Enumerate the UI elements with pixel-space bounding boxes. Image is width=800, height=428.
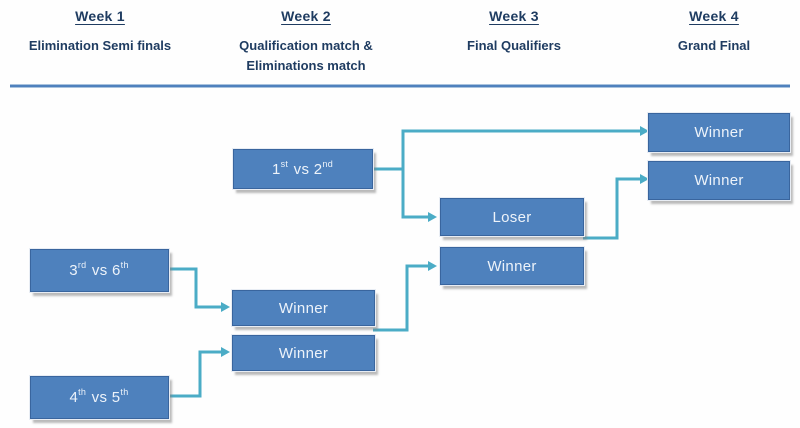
week4-column: Week 4 Grand Final: [618, 8, 800, 56]
result-box-week2-winner-bottom: Winner: [232, 335, 375, 371]
week3-subtitle: Final Qualifiers: [467, 38, 561, 53]
result-box-week3-loser: Loser: [440, 198, 584, 236]
week2-column: Week 2 Qualification match & Elimination…: [210, 8, 402, 76]
rank-number: 1: [271, 160, 281, 178]
rank-number: 2: [313, 160, 323, 178]
match-label: 3rd vs 6th: [69, 260, 130, 280]
connector-elim1-to-week2-winner: [167, 267, 221, 309]
match-label: 4th vs 5th: [69, 387, 129, 407]
result-label: Winner: [278, 344, 329, 362]
arrowhead-to-week2-winner-top: [221, 302, 230, 312]
match-box-elimination-4v5: 4th vs 5th: [30, 376, 169, 419]
week1-subtitle: Elimination Semi finals: [28, 38, 172, 53]
result-label: Winner: [694, 124, 744, 141]
result-box-grandfinal-winner-bottom: Winner: [648, 161, 790, 200]
arrowhead-to-week2-winner-bottom: [221, 347, 230, 357]
week3-title: Week 3: [489, 8, 539, 24]
header-divider-line: [10, 84, 790, 88]
result-label: Loser: [492, 208, 532, 226]
arrowhead-to-week3-winner: [428, 261, 437, 271]
result-box-grandfinal-winner-top: Winner: [648, 113, 790, 152]
result-label: Winner: [694, 172, 744, 189]
week2-subtitle: Qualification match & Eliminations match: [239, 38, 373, 74]
result-box-week2-winner-top: Winner: [232, 290, 375, 326]
week1-column: Week 1 Elimination Semi finals: [4, 8, 196, 56]
rank-number: 6: [112, 262, 121, 279]
rank-ordinal: rd: [77, 260, 87, 270]
result-label: Winner: [487, 257, 537, 275]
arrowhead-to-week3-loser: [428, 212, 437, 222]
rank-number: 4: [69, 389, 79, 406]
week2-title: Week 2: [281, 8, 331, 24]
connector-elim2-to-week2-winner: [167, 350, 221, 398]
rank-number: 3: [69, 262, 78, 279]
connector-week3-to-grandfinal: [583, 177, 640, 240]
rank-ordinal: th: [120, 387, 129, 397]
week4-title: Week 4: [689, 8, 739, 24]
versus-text: vs: [87, 389, 112, 406]
match-box-elimination-3v6: 3rd vs 6th: [30, 249, 169, 292]
match-label: 1st vs 2nd: [271, 158, 334, 178]
rank-ordinal: th: [120, 260, 129, 270]
result-label: Winner: [278, 299, 329, 317]
rank-ordinal: nd: [322, 158, 334, 169]
week1-title: Week 1: [75, 8, 125, 24]
week3-column: Week 3 Final Qualifiers: [418, 8, 610, 56]
rank-ordinal: st: [280, 158, 289, 169]
match-box-qualification-1v2: 1st vs 2nd: [233, 149, 373, 189]
connector-week2-winners-to-week3: [373, 264, 428, 332]
versus-text: vs: [87, 262, 113, 279]
versus-text: vs: [289, 160, 314, 178]
week4-subtitle: Grand Final: [677, 38, 751, 53]
rank-ordinal: th: [78, 387, 87, 397]
rank-number: 5: [111, 389, 121, 406]
result-box-week3-winner: Winner: [440, 247, 584, 285]
